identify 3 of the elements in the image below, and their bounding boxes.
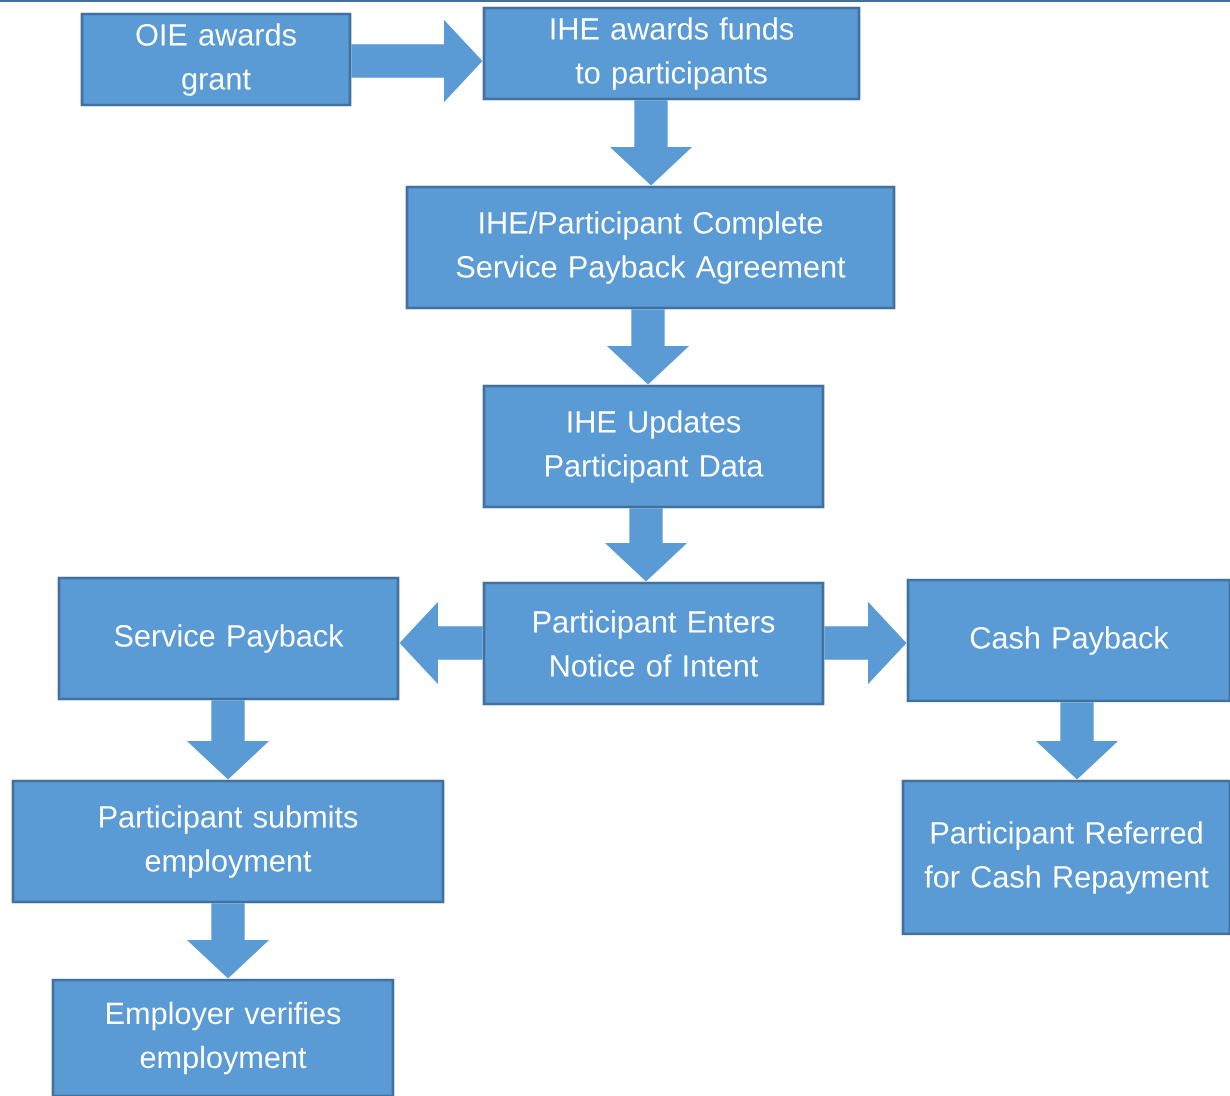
process-box: OIE awards grant (80, 12, 352, 107)
process-box: Employer verifies employment (51, 978, 395, 1096)
process-box: Participant Referred for Cash Repayment (901, 779, 1230, 936)
